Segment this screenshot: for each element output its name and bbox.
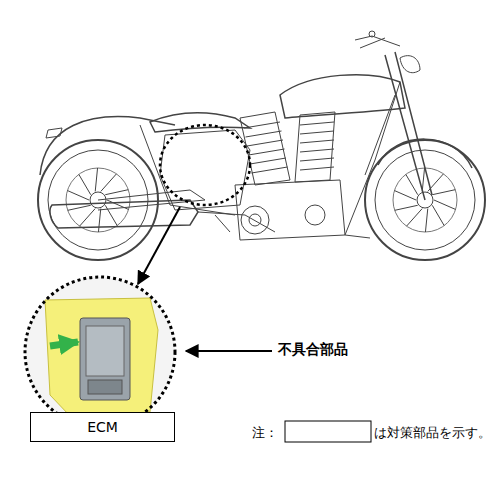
note-text: 注： (252, 424, 278, 442)
part-name: ECM (87, 419, 118, 435)
part-name-box: ECM (30, 412, 175, 442)
callout-circle (160, 125, 250, 205)
callout-arrow (138, 207, 180, 284)
note-box (285, 421, 371, 442)
note-text: は対策部品を示す。 (374, 424, 491, 442)
ecm-detail (25, 277, 175, 427)
defect-label: 不具合部品 (278, 341, 348, 359)
motorcycle (38, 31, 485, 260)
leader-arrow (186, 350, 272, 352)
